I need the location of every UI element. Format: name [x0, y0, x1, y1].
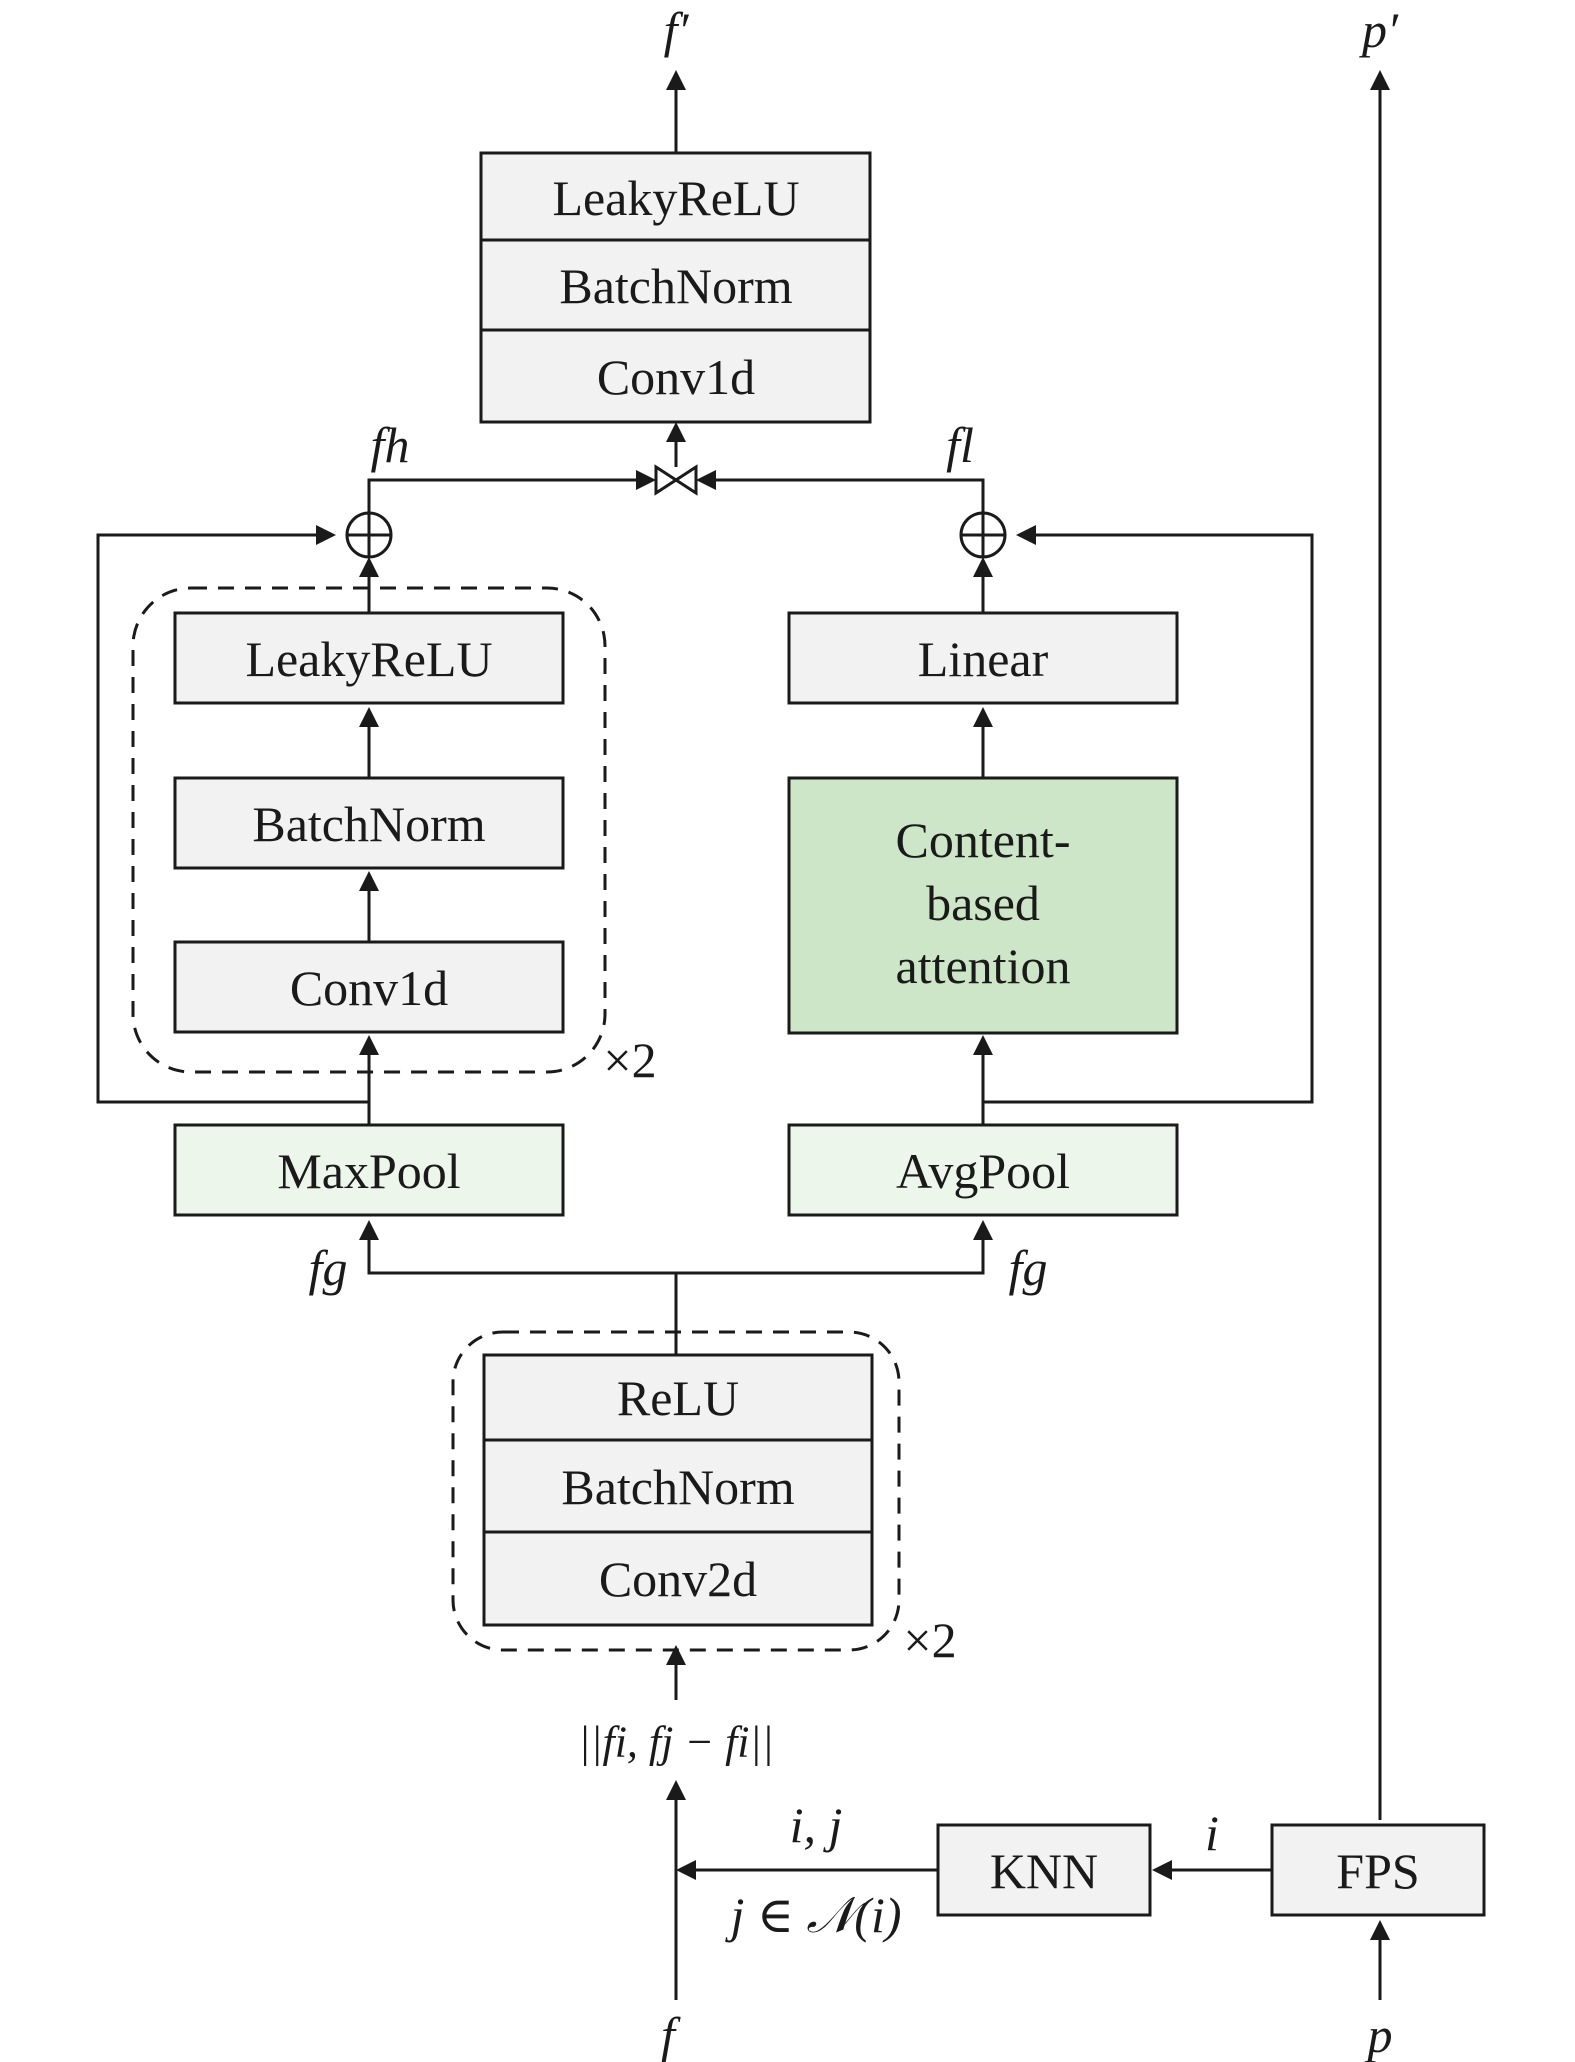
p-prime-label: p′ — [1359, 2, 1399, 58]
bottom-conv2d-label: Conv2d — [599, 1551, 757, 1607]
left-repeat-group — [131, 586, 607, 1074]
connectors — [96, 70, 1390, 2000]
fg-left-label: fg — [309, 1240, 348, 1296]
left-conv1d-label: Conv1d — [290, 960, 448, 1016]
ij-label: i, j — [790, 1797, 843, 1853]
bottom-relu-label: ReLU — [617, 1370, 739, 1426]
top-block: LeakyReLU BatchNorm Conv1d — [479, 151, 872, 424]
fh-label: fh — [371, 417, 410, 473]
linear-label: Linear — [918, 631, 1049, 687]
right-chain: Linear Content- based attention — [787, 611, 1179, 1035]
neighborhood-label: j ∈ 𝒩(i) — [725, 1887, 902, 1943]
attention-label-line2: based — [926, 875, 1040, 931]
right-add-node — [959, 511, 1007, 559]
bottom-repeat-label: ×2 — [903, 1612, 956, 1668]
concat-features-label: ||fi, fj − fi|| — [578, 1718, 773, 1767]
left-leakyrelu-label: LeakyReLU — [245, 631, 492, 687]
fps-block: FPS — [1270, 1823, 1486, 1917]
i-label: i — [1205, 1805, 1219, 1861]
maxpool-label: MaxPool — [277, 1143, 460, 1199]
knn-block: KNN — [936, 1823, 1152, 1917]
f-input-label: f — [661, 2007, 681, 2062]
avgpool-label: AvgPool — [896, 1143, 1070, 1199]
p-input-label: p — [1365, 2007, 1393, 2062]
left-add-node — [345, 511, 393, 559]
top-leakyrelu-label: LeakyReLU — [552, 170, 799, 226]
left-batchnorm-label: BatchNorm — [252, 796, 485, 852]
bottom-repeat-group — [451, 1330, 901, 1652]
bottom-block: ReLU BatchNorm Conv2d ×2 — [482, 1353, 957, 1668]
fg-right-label: fg — [1009, 1240, 1048, 1296]
left-chain: LeakyReLU BatchNorm Conv1d ×2 — [173, 611, 657, 1088]
fl-label: fl — [946, 417, 974, 473]
top-batchnorm-label: BatchNorm — [559, 258, 792, 314]
concat-node — [654, 464, 698, 496]
attention-label-line1: Content- — [896, 812, 1071, 868]
attention-label-line3: attention — [896, 938, 1071, 994]
fps-label: FPS — [1336, 1843, 1419, 1899]
pool-blocks: MaxPool AvgPool — [173, 1123, 1179, 1217]
left-repeat-label: ×2 — [603, 1032, 656, 1088]
f-prime-label: f′ — [664, 2, 690, 58]
bottom-batchnorm-label: BatchNorm — [561, 1459, 794, 1515]
knn-label: KNN — [990, 1843, 1098, 1899]
top-conv1d-label: Conv1d — [597, 349, 755, 405]
